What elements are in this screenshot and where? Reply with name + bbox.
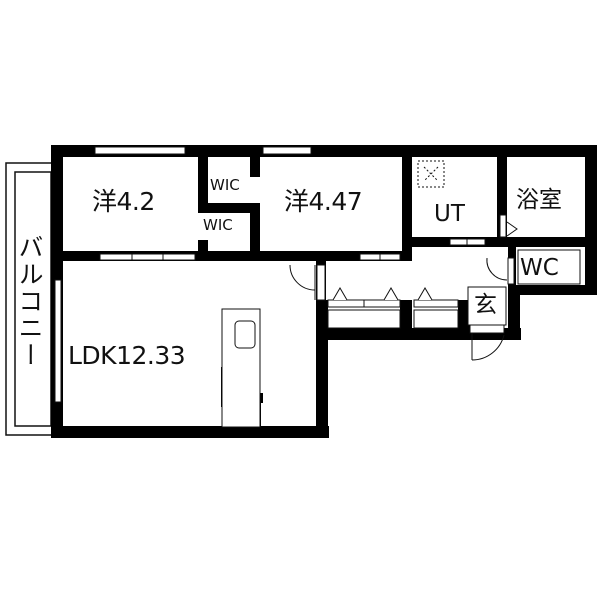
windows <box>54 146 507 403</box>
doors <box>289 221 518 301</box>
room-label-ldk: LDK12.33 <box>68 341 186 370</box>
room-label-toilet: WC <box>520 255 559 281</box>
kitchen-counter <box>221 308 261 428</box>
storage <box>327 287 459 329</box>
wc-room <box>517 249 581 285</box>
room-label-western-1: 洋4.2 <box>92 187 155 216</box>
room-label-wic-1: WIC <box>210 176 240 194</box>
room-label-utility: UT <box>434 201 465 227</box>
room-label-entrance: 玄 <box>474 292 497 318</box>
room-label-wic-2: WIC <box>203 216 233 234</box>
room-label-balcony: バルコニー <box>15 234 44 369</box>
room-label-western-2: 洋4.47 <box>284 187 363 216</box>
entrance <box>467 286 507 361</box>
room-label-bathroom: 浴室 <box>516 187 562 213</box>
vent-fan-icon <box>417 160 445 188</box>
